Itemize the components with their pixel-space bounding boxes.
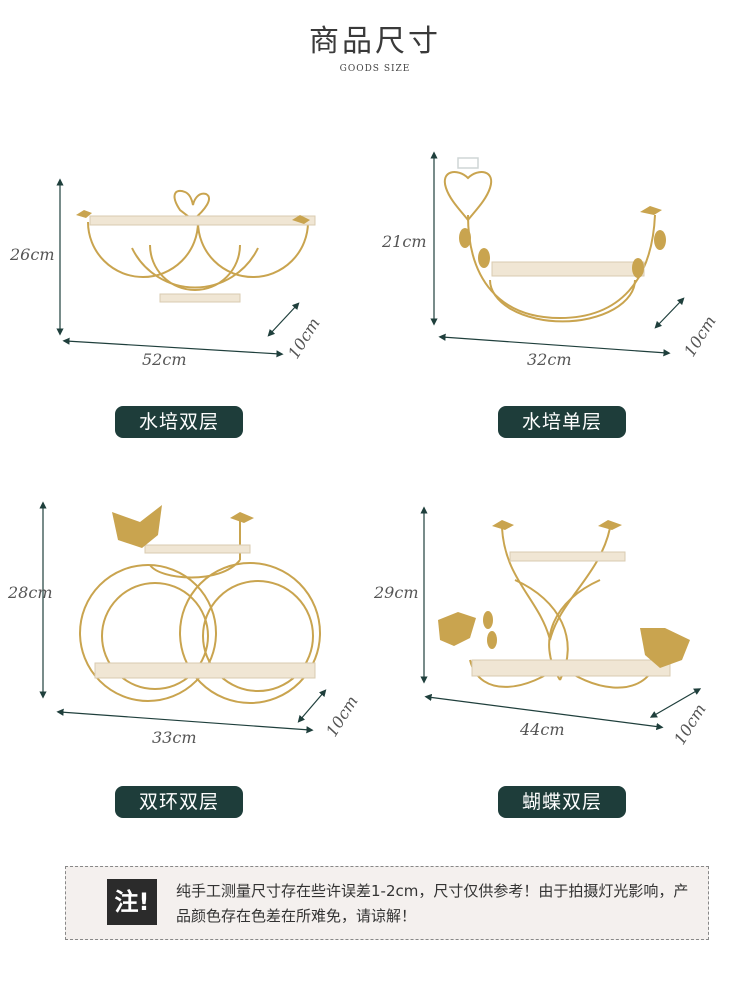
depth-arrow — [654, 297, 685, 329]
depth-arrow — [267, 302, 300, 337]
height-label: 28cm — [8, 583, 53, 602]
page-title: 商品尺寸 — [309, 24, 441, 59]
page-subtitle: GOODS SIZE — [339, 64, 411, 74]
height-label: 21cm — [382, 232, 427, 251]
depth-arrow — [649, 688, 702, 718]
product-label-water-double: 水培双层 — [115, 406, 243, 438]
width-label: 44cm — [520, 720, 565, 739]
width-label: 33cm — [152, 728, 197, 747]
width-label: 52cm — [142, 350, 187, 369]
note-text: 纯手工测量尺寸存在些许误差1-2cm，尺寸仅供参考！由于拍摄灯光影响，产品颜色存… — [176, 882, 689, 925]
width-arrow — [62, 337, 284, 358]
height-label: 26cm — [10, 245, 55, 264]
width-arrow — [438, 333, 671, 357]
disclaimer-note: 注! 纯手工测量尺寸存在些许误差1-2cm，尺寸仅供参考！由于拍摄灯光影响，产品… — [65, 866, 709, 940]
note-mark: 注! — [107, 879, 157, 925]
width-arrow — [56, 708, 314, 734]
depth-arrow — [297, 689, 327, 723]
width-arrow — [424, 693, 664, 731]
product-label-water-single: 水培单层 — [498, 406, 626, 438]
width-label: 32cm — [527, 350, 572, 369]
height-label: 29cm — [374, 583, 419, 602]
product-label-butterfly: 蝴蝶双层 — [498, 786, 626, 818]
product-label-double-ring: 双环双层 — [115, 786, 243, 818]
